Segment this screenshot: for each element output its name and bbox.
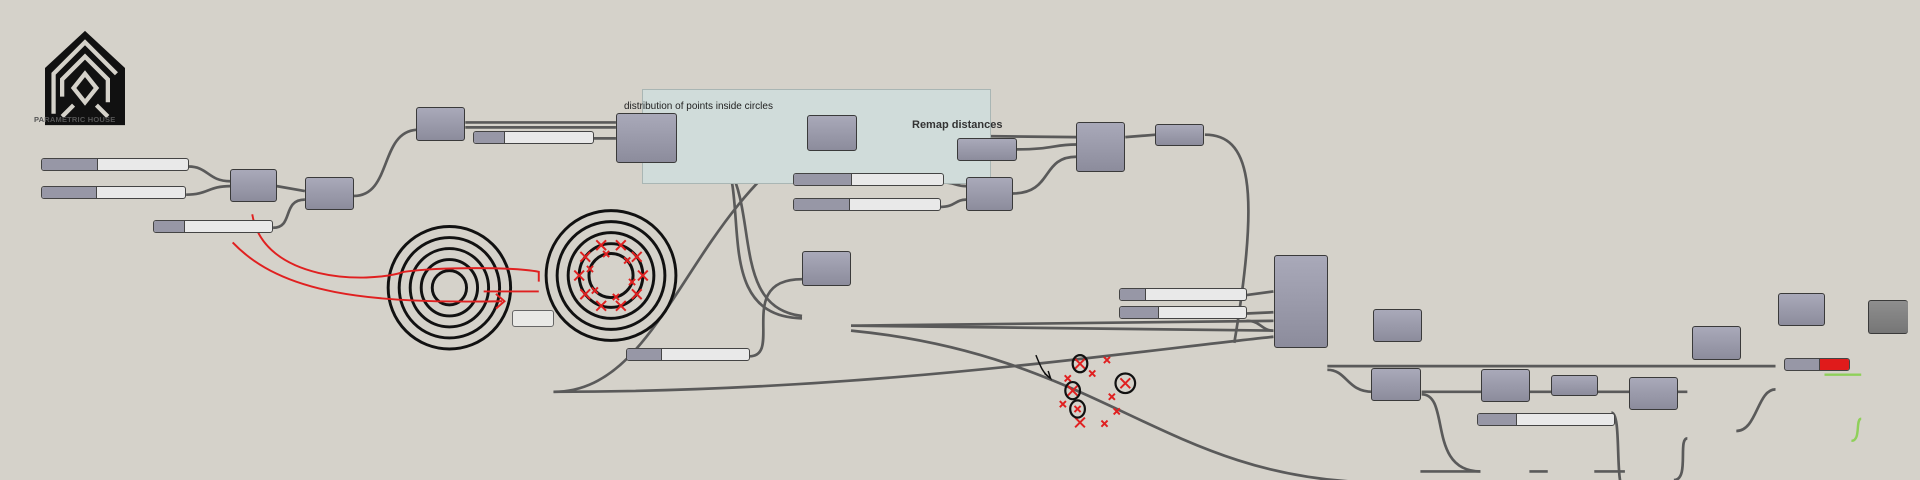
component[interactable] bbox=[1692, 326, 1741, 360]
component[interactable] bbox=[957, 138, 1017, 161]
point-mark bbox=[1067, 385, 1079, 397]
component[interactable] bbox=[616, 113, 677, 163]
slider-knob[interactable] bbox=[1120, 307, 1159, 318]
component[interactable] bbox=[416, 107, 465, 141]
slider-knob[interactable] bbox=[474, 132, 505, 143]
distribution-label: distribution of points inside circles bbox=[624, 101, 773, 112]
number-slider[interactable] bbox=[153, 220, 273, 233]
component[interactable] bbox=[802, 251, 851, 286]
slider-knob[interactable] bbox=[1120, 289, 1147, 300]
point-mark bbox=[1100, 419, 1109, 428]
point-mark bbox=[623, 256, 631, 265]
point-mark bbox=[595, 300, 607, 312]
parametric-house-logo bbox=[45, 30, 125, 126]
slider-knob[interactable] bbox=[1478, 414, 1518, 425]
component[interactable] bbox=[1076, 122, 1125, 172]
slider-knob[interactable] bbox=[627, 349, 663, 360]
point-mark bbox=[602, 250, 610, 258]
point-mark bbox=[612, 293, 620, 301]
circles-diagram-points bbox=[544, 209, 678, 342]
point-mark bbox=[631, 251, 643, 263]
component[interactable] bbox=[966, 177, 1013, 211]
component[interactable] bbox=[1155, 124, 1204, 146]
remap-distances-label: Remap distances bbox=[912, 119, 1003, 131]
component[interactable] bbox=[1371, 368, 1421, 401]
toggle-true-indicator bbox=[1818, 359, 1849, 370]
number-slider[interactable] bbox=[626, 348, 750, 361]
slider-knob[interactable] bbox=[42, 187, 98, 198]
component[interactable] bbox=[1373, 309, 1422, 342]
point-mark bbox=[1059, 400, 1067, 408]
component[interactable] bbox=[305, 177, 354, 210]
preview-component[interactable] bbox=[1868, 300, 1908, 334]
number-slider[interactable] bbox=[1119, 306, 1247, 319]
point-mark bbox=[1074, 416, 1086, 429]
component[interactable] bbox=[1778, 293, 1825, 326]
component[interactable] bbox=[1274, 255, 1328, 348]
point-mark bbox=[1074, 358, 1086, 370]
number-slider[interactable] bbox=[1119, 288, 1247, 301]
point-mark bbox=[1103, 356, 1111, 364]
point-mark bbox=[579, 288, 591, 300]
number-slider[interactable] bbox=[793, 173, 944, 186]
number-slider[interactable] bbox=[793, 198, 941, 211]
point-mark bbox=[615, 300, 627, 312]
circles-diagram-plain bbox=[386, 225, 513, 351]
number-slider[interactable] bbox=[41, 158, 189, 171]
component[interactable] bbox=[230, 169, 277, 202]
point-mark bbox=[615, 239, 627, 251]
number-slider[interactable] bbox=[1477, 413, 1615, 426]
number-slider[interactable] bbox=[41, 186, 186, 199]
point-mark bbox=[1112, 407, 1121, 416]
point-mark bbox=[637, 269, 649, 282]
slider-knob[interactable] bbox=[42, 159, 99, 170]
point-mark bbox=[1119, 377, 1131, 389]
component[interactable] bbox=[1629, 377, 1678, 410]
point-mark bbox=[591, 286, 599, 295]
slider-knob[interactable] bbox=[794, 199, 851, 210]
point-mark bbox=[628, 278, 636, 286]
slider-knob[interactable] bbox=[154, 221, 185, 232]
point-mark bbox=[1108, 392, 1116, 401]
point-mark bbox=[573, 269, 585, 282]
number-slider[interactable] bbox=[473, 131, 594, 144]
point-mark bbox=[1064, 374, 1072, 383]
component[interactable] bbox=[1551, 375, 1598, 396]
point-mark bbox=[579, 251, 591, 263]
panel[interactable] bbox=[512, 310, 554, 327]
boolean-toggle[interactable] bbox=[1784, 358, 1850, 371]
slider-knob[interactable] bbox=[794, 174, 852, 185]
red-annotations bbox=[231, 214, 1131, 429]
component[interactable] bbox=[1481, 369, 1530, 402]
point-mark bbox=[1073, 405, 1082, 413]
point-mark bbox=[1088, 369, 1096, 378]
component[interactable] bbox=[807, 115, 857, 151]
point-mark bbox=[631, 288, 643, 300]
point-mark bbox=[586, 265, 594, 273]
point-mark bbox=[595, 239, 607, 251]
logo-text: PARAMETRIC HOUSE bbox=[34, 115, 116, 124]
